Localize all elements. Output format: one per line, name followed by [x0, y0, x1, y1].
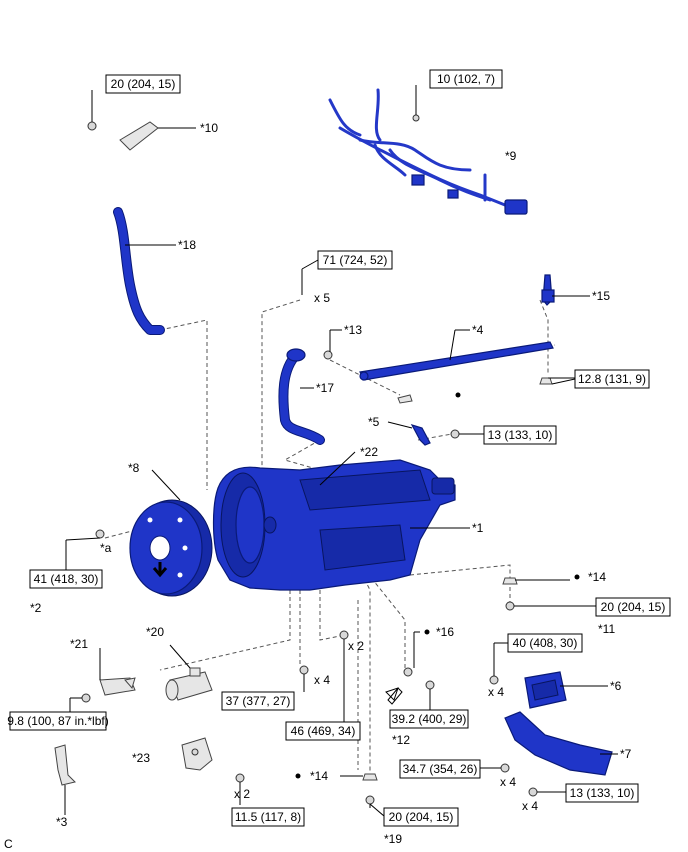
- torque-spec-boxes: 20 (204, 15) 10 (102, 7) 71 (724, 52) 12…: [7, 69, 671, 827]
- callout-14a: *14: [588, 570, 606, 584]
- part-8-torque-converter[interactable]: [65, 469, 213, 597]
- callout-labels: *10 *9 *18 *15 *13 *4 *17 *5 *22 *8 *1 *…: [4, 121, 632, 851]
- part-3-bracket[interactable]: [54, 744, 76, 815]
- callout-17: *17: [316, 381, 334, 395]
- callout-a: *a: [100, 541, 112, 555]
- torque-spec-15: 12.8 (131, 9): [578, 372, 646, 386]
- torque-spec-21: 9.8 (100, 87 in.*lbf): [7, 714, 108, 728]
- callout-6: *6: [610, 679, 622, 693]
- part-6-mount[interactable]: [489, 671, 608, 709]
- torque-spec-19: 20 (204, 15): [389, 810, 454, 824]
- callout-18: *18: [178, 238, 196, 252]
- callout-23: *23: [132, 751, 150, 765]
- callout-16: *16: [436, 625, 454, 639]
- torque-spec-7: 34.7 (354, 26): [403, 762, 478, 776]
- torque-spec-x4a: 37 (377, 27): [226, 694, 291, 708]
- callout-22: *22: [360, 445, 378, 459]
- part-1-transmission[interactable]: [212, 451, 471, 591]
- part-23-bracket[interactable]: [181, 737, 245, 805]
- qty-x4-a: x 4: [314, 673, 330, 687]
- callout-19: *19: [384, 832, 402, 846]
- box-leaders: [301, 259, 596, 817]
- callout-7: *7: [620, 747, 632, 761]
- torque-spec-12: 39.2 (400, 29): [392, 712, 467, 726]
- figure-code: C: [4, 837, 13, 851]
- part-21-sensor[interactable]: [69, 648, 136, 712]
- callout-8: *8: [128, 461, 140, 475]
- qty-x2-a: x 2: [348, 639, 364, 653]
- callout-9: *9: [505, 149, 517, 163]
- part-7-crossmember[interactable]: [500, 711, 618, 797]
- misc-fasteners: [295, 574, 580, 805]
- part-4-rod[interactable]: [323, 329, 554, 404]
- quantity-labels: x 5 x 2 x 4 x 4 x 4 x 4 x 2: [234, 291, 538, 813]
- torque-spec-10: 20 (204, 15): [111, 77, 176, 91]
- torque-spec-11: 20 (204, 15): [601, 600, 666, 614]
- part-17-hose[interactable]: [278, 348, 325, 445]
- part-10-bracket[interactable]: [87, 90, 196, 151]
- part-5-clip[interactable]: [387, 421, 460, 446]
- torque-spec-5b: 13 (133, 10): [488, 428, 553, 442]
- callout-3: *3: [56, 815, 68, 829]
- torque-spec-x2a: 46 (469, 34): [291, 724, 356, 738]
- torque-spec-9: 10 (102, 7): [437, 72, 495, 86]
- torque-spec-23: 11.5 (117, 8): [235, 810, 301, 824]
- callout-20: *20: [146, 625, 164, 639]
- callout-11: *11: [598, 622, 615, 636]
- qty-x4-b: x 4: [488, 685, 504, 699]
- callout-5: *5: [368, 415, 380, 429]
- part-9-wire-harness[interactable]: [328, 85, 528, 215]
- qty-x4-d: x 4: [522, 799, 538, 813]
- torque-spec-7b: 13 (133, 10): [570, 786, 635, 800]
- part-15-component[interactable]: [539, 274, 590, 385]
- torque-spec-2: 41 (418, 30): [34, 572, 99, 586]
- callout-13: *13: [344, 323, 362, 337]
- part-20-starter[interactable]: [165, 644, 213, 701]
- callout-4: *4: [472, 323, 484, 337]
- callout-1: *1: [472, 521, 484, 535]
- callout-15: *15: [592, 289, 610, 303]
- part-18-hose[interactable]: [113, 207, 176, 335]
- callout-2: *2: [30, 601, 42, 615]
- qty-x2-b: x 2: [234, 787, 250, 801]
- callout-10: *10: [200, 121, 218, 135]
- qty-x4-c: x 4: [500, 775, 516, 789]
- qty-x5: x 5: [314, 291, 330, 305]
- callout-12: *12: [392, 733, 410, 747]
- callout-14b: *14: [310, 769, 328, 783]
- callout-21: *21: [70, 637, 88, 651]
- torque-spec-5: 71 (724, 52): [323, 253, 388, 267]
- torque-spec-6: 40 (408, 30): [513, 636, 578, 650]
